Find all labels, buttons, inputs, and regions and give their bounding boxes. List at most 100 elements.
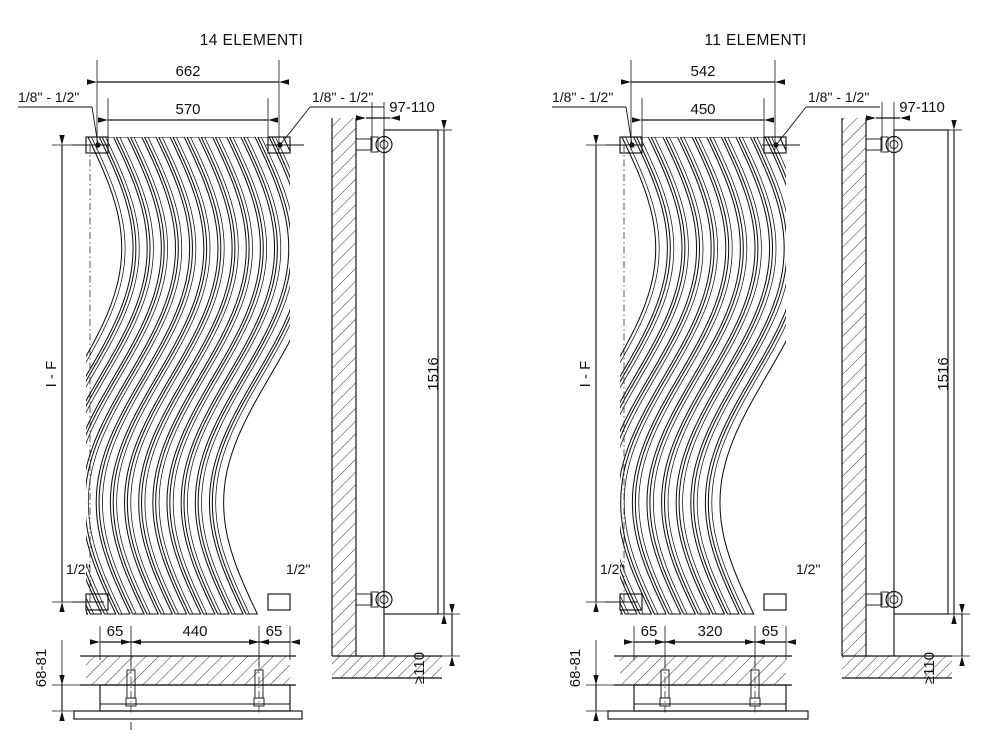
bottom-right-manifold xyxy=(763,593,787,611)
dim-bracket-right: 65 xyxy=(762,623,779,640)
radiator-front-elements xyxy=(86,137,290,615)
panel-14-drawing: 662 570 1/8" - 1/2" 1/8" - 1/2" I - F 1/… xyxy=(18,60,460,730)
wall-hatch xyxy=(842,118,866,656)
dim-depth: 97-110 xyxy=(389,99,435,116)
mounting-detail-plan: 68-81 65 320 65 xyxy=(567,623,809,721)
radiator-tube xyxy=(197,137,290,615)
radiator-tube xyxy=(634,137,741,615)
dim-bracket-height: 68-81 xyxy=(567,649,584,687)
panel-11-drawing: 542 450 1/8" - 1/2" 1/8" - 1/2" I - F 1/… xyxy=(552,60,970,721)
radiator-tube-highlight xyxy=(116,137,211,615)
mount-bolt-right xyxy=(749,662,761,714)
radiator-tube-highlight xyxy=(696,137,786,615)
dim-height-value: 1516 xyxy=(425,357,442,390)
dim-centre-width: 450 xyxy=(690,101,715,118)
radiator-tube xyxy=(707,137,786,615)
radiator-tube xyxy=(86,137,177,615)
radiator-tube xyxy=(86,137,191,615)
label-connection-bottom-right: 1/2" xyxy=(286,561,310,577)
radiator-tube-highlight xyxy=(87,137,183,615)
leader-top-left-line xyxy=(91,106,101,148)
label-connection-bottom-right: 1/2" xyxy=(796,561,820,577)
label-connection-bottom-left: 1/2" xyxy=(600,561,624,577)
radiator-tube-highlight xyxy=(201,137,290,615)
radiator-tube-highlight xyxy=(638,137,733,615)
mount-wall-hatch xyxy=(620,656,786,685)
mount-base-strip xyxy=(73,710,303,720)
radiator-tube xyxy=(663,137,771,615)
radiator-tube xyxy=(620,137,712,615)
radiator-tube xyxy=(169,137,276,615)
radiator-side-body xyxy=(383,129,439,615)
radiator-tube xyxy=(86,137,134,378)
top-valve-fitting xyxy=(355,135,393,154)
dim-bracket-left: 65 xyxy=(641,623,658,640)
radiator-tube xyxy=(620,137,727,615)
label-connection-top-right: 1/8" - 1/2" xyxy=(312,89,373,105)
mount-body xyxy=(633,684,787,712)
radiator-tube xyxy=(620,137,668,378)
leader-top-right-line xyxy=(773,106,807,148)
radiator-tube-highlight xyxy=(682,137,777,615)
wall-hatch xyxy=(332,118,356,656)
bottom-valve-fitting xyxy=(355,590,393,609)
radiator-tube xyxy=(155,137,261,615)
dim-floor-clearance: ≥110 xyxy=(411,652,428,684)
leader-top-left-line xyxy=(625,106,635,148)
radiator-tube-highlight xyxy=(667,137,762,615)
radiator-tube-highlight xyxy=(102,137,197,615)
radiator-tube xyxy=(620,137,683,615)
radiator-tube xyxy=(86,137,148,615)
radiator-tube-highlight xyxy=(711,137,786,615)
radiator-tube xyxy=(98,137,205,615)
radiator-tube-highlight xyxy=(620,137,660,364)
radiator-tube xyxy=(86,137,162,615)
radiator-tube xyxy=(183,137,290,615)
dim-height-label: I - F xyxy=(43,361,60,388)
dim-height-label: I - F xyxy=(577,361,594,388)
dim-floor-clearance: ≥110 xyxy=(921,652,938,684)
radiator-tube-highlight xyxy=(620,137,689,615)
radiator-side-body xyxy=(893,129,949,615)
radiator-tube xyxy=(649,137,756,615)
radiator-tube-highlight xyxy=(86,137,126,364)
radiator-tube-highlight xyxy=(172,137,268,615)
radiator-tube xyxy=(140,137,247,615)
radiator-tube-highlight xyxy=(86,137,140,388)
mounting-detail-plan: 68-81 65 440 65 xyxy=(33,623,303,730)
radiator-tube xyxy=(693,137,786,615)
radiator-tube-highlight xyxy=(86,137,168,615)
radiator-tube xyxy=(678,137,785,615)
label-connection-top-left: 1/8" - 1/2" xyxy=(552,89,613,105)
floor-hatch xyxy=(332,656,442,678)
panel-title: 14 ELEMENTI xyxy=(199,32,304,49)
dim-bracket-right: 65 xyxy=(266,623,283,640)
radiator-tube-highlight xyxy=(623,137,718,615)
dim-centre-width: 570 xyxy=(175,101,200,118)
floor-hatch xyxy=(842,656,952,678)
mount-base-strip xyxy=(607,710,809,720)
dim-bracket-centre: 440 xyxy=(182,623,207,640)
bottom-right-manifold xyxy=(267,593,291,611)
leader-top-right-line xyxy=(277,106,311,148)
radiator-tube xyxy=(211,137,290,615)
dim-overall-width: 662 xyxy=(175,63,200,80)
dim-height-value: 1516 xyxy=(935,357,952,390)
top-valve-fitting xyxy=(865,135,903,154)
radiator-tube-highlight xyxy=(620,137,675,389)
radiator-tube-highlight xyxy=(144,137,239,615)
label-connection-bottom-left: 1/2" xyxy=(66,561,90,577)
mount-bolt-left xyxy=(125,662,137,714)
radiator-tube-highlight xyxy=(187,137,282,615)
radiator-tube xyxy=(126,137,233,615)
panel-title: 11 ELEMENTI xyxy=(704,32,807,49)
radiator-tube xyxy=(112,137,219,615)
label-connection-top-left: 1/8" - 1/2" xyxy=(18,89,79,105)
bottom-valve-fitting xyxy=(865,590,903,609)
radiator-tube-highlight xyxy=(620,137,704,615)
dim-depth: 97-110 xyxy=(899,99,945,116)
dim-overall-width: 542 xyxy=(690,63,715,80)
radiator-tube-highlight xyxy=(86,137,154,615)
radiator-tube-highlight xyxy=(158,137,253,615)
